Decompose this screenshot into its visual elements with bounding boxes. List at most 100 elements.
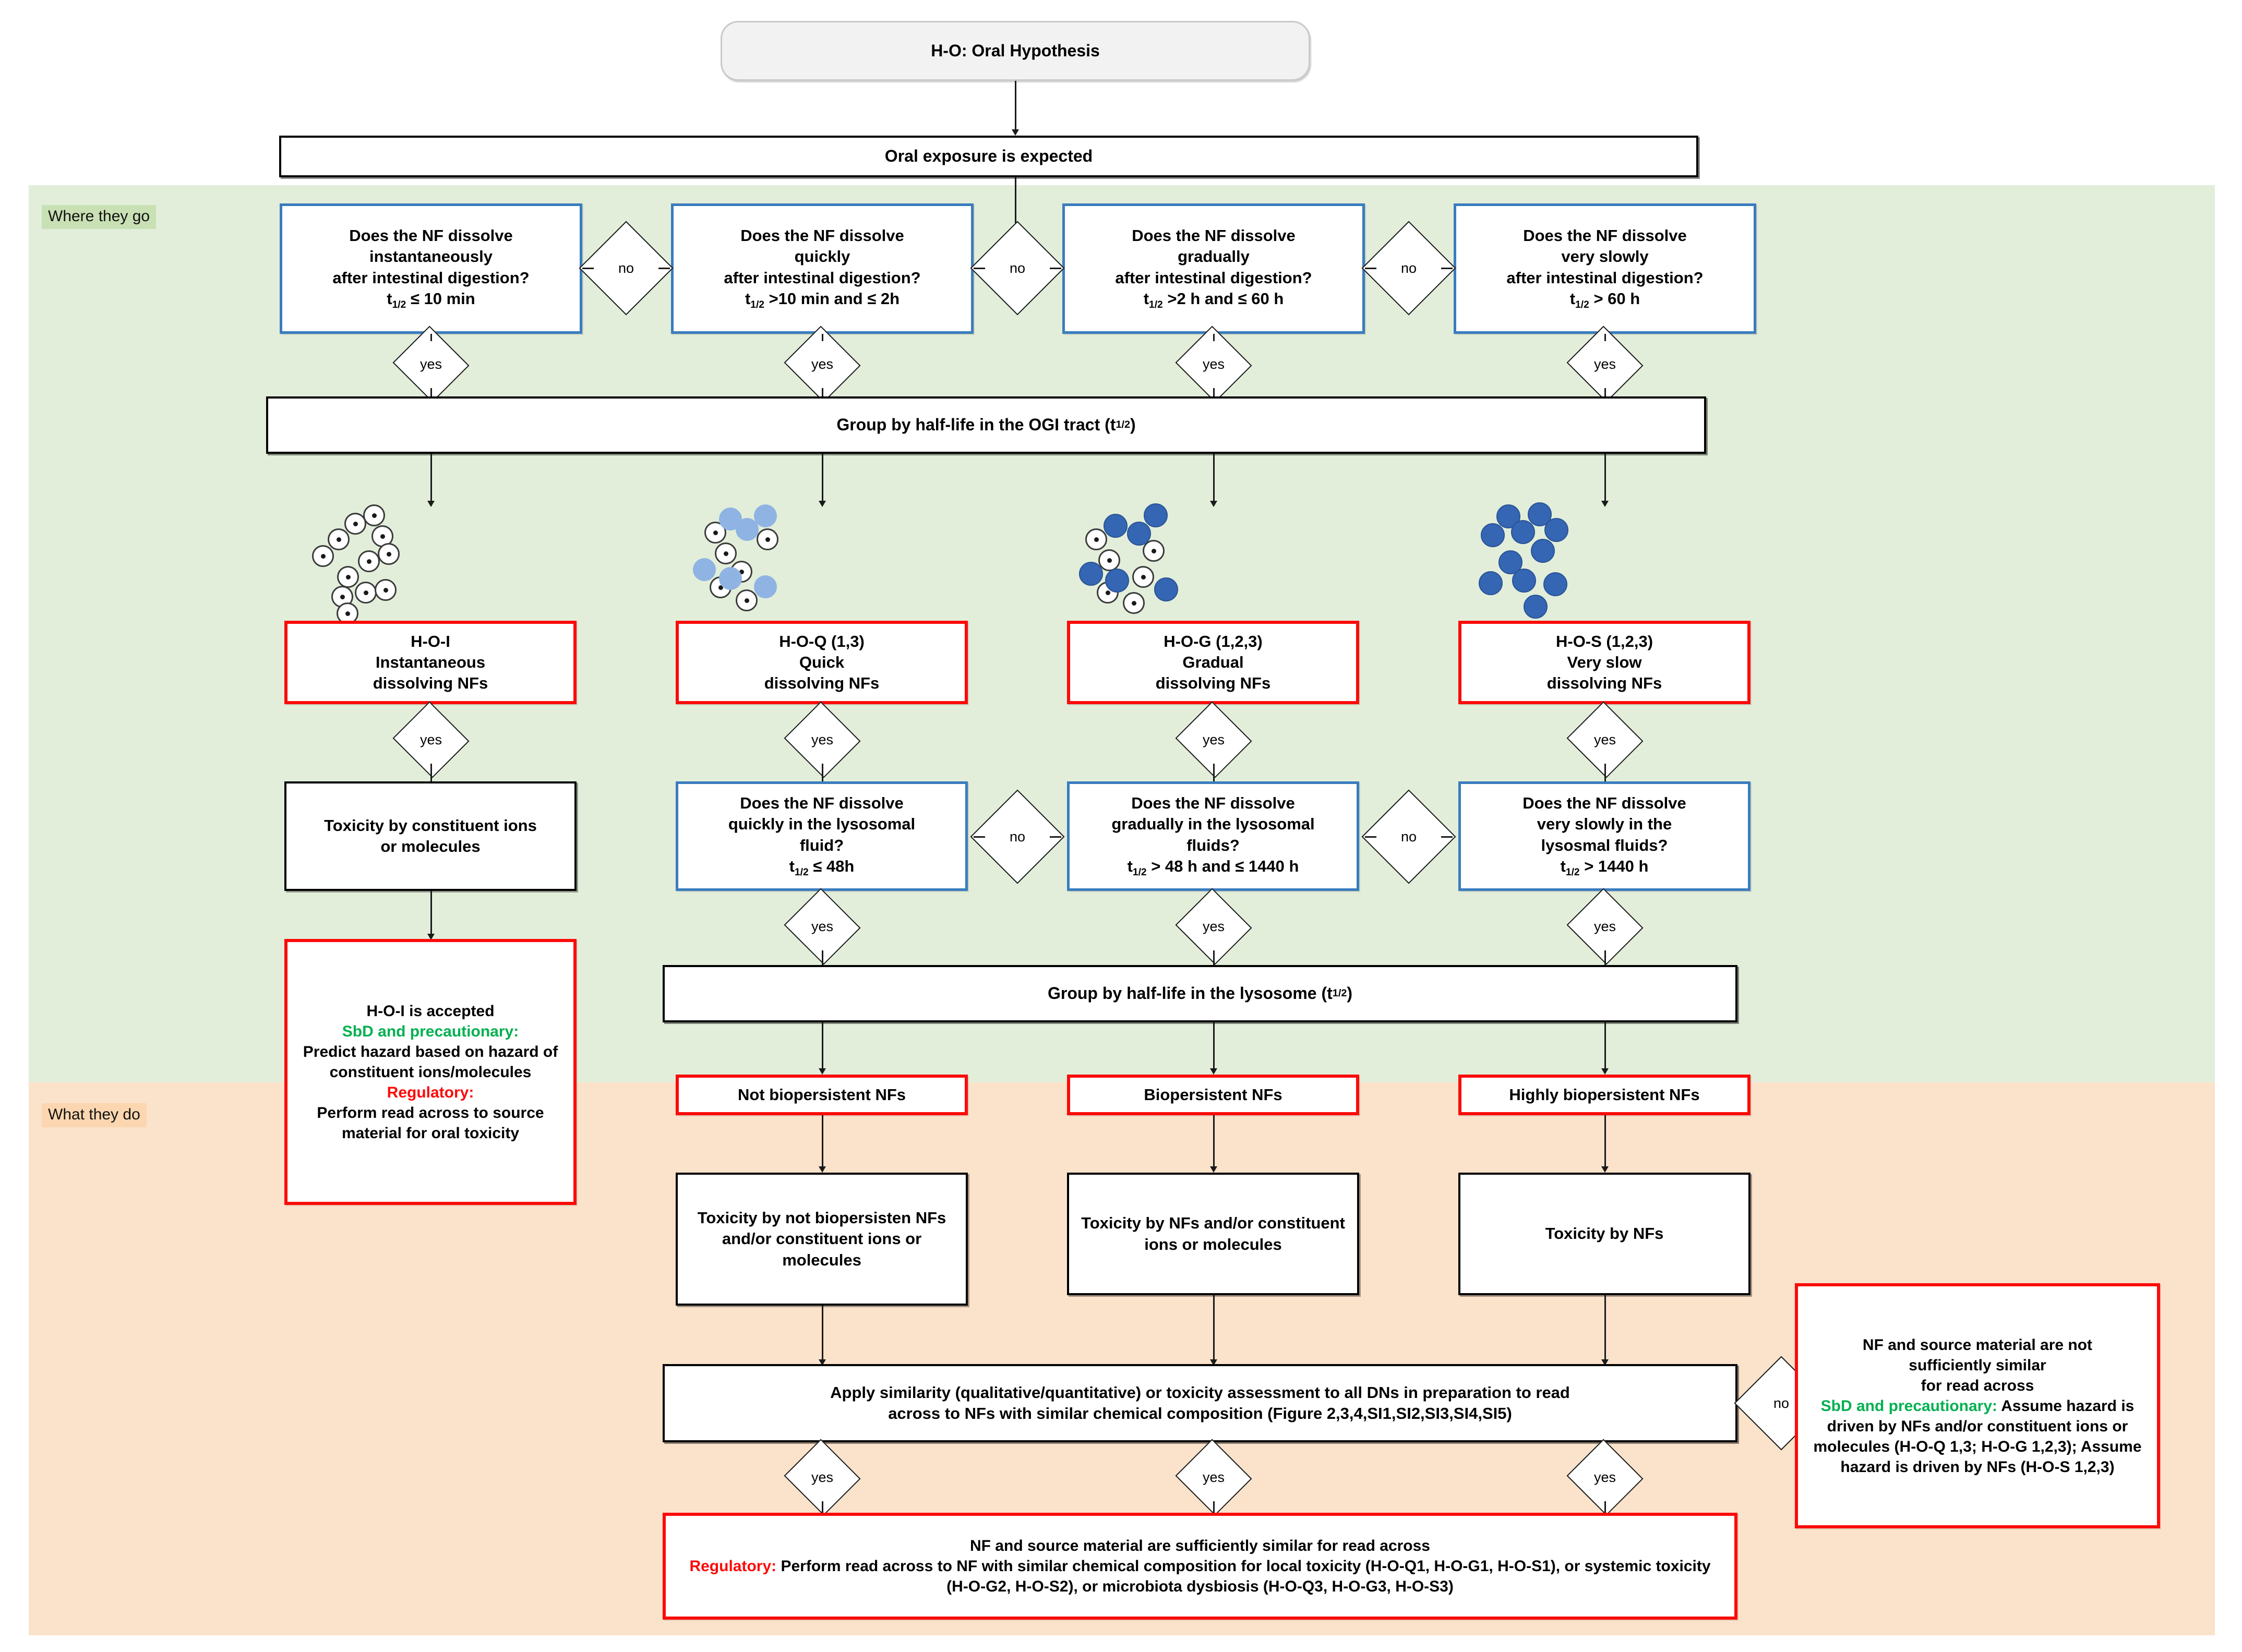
light-nf-particle-icon (693, 558, 716, 581)
branch-yes-gi-1: yes (392, 325, 470, 403)
decision-gi-quickly-l3: after intestinal digestion? (724, 268, 921, 287)
t-subscript: 1/2 (1565, 867, 1580, 878)
sim-box-body: Regulatory: Perform read across to NF wi… (671, 1556, 1729, 1597)
particle-cluster-instantaneous (292, 498, 564, 624)
branch-yes-similarity-1: yes (784, 1439, 861, 1516)
h-o-i-l2: Instantaneous (375, 653, 486, 671)
edge-no-lyso-1b (1050, 836, 1061, 838)
t-symbol: t (789, 857, 795, 875)
t-subscript: 1/2 (1149, 299, 1163, 311)
decision-gi-instantaneous-l1: Does the NF dissolve (349, 226, 513, 245)
ion-particle-icon (355, 582, 377, 604)
branch-label-no: no (1009, 828, 1026, 845)
edge-gi4-yes-in (1604, 334, 1606, 341)
h-o-g-l3: dissolving NFs (1155, 674, 1271, 693)
edge-gi2-yes-out (822, 388, 823, 403)
h-o-g-l2: Gradual (1182, 653, 1244, 671)
group-lyso-text: Group by half-life in the lysosome (t (1047, 984, 1333, 1003)
arrowhead-notbio (819, 1068, 826, 1075)
arrowhead-cluster-3 (1210, 501, 1217, 507)
lyso-q2-l3: fluids? (1186, 836, 1240, 854)
h-o-s-l3: dissolving NFs (1546, 674, 1662, 693)
lyso-q1-l3: fluid? (799, 836, 844, 854)
edge-no-lyso-1a (974, 836, 985, 838)
decision-gi-instantaneous-l2: instantaneously (369, 247, 493, 266)
ion-particle-icon (736, 589, 758, 611)
edge-no-2a (974, 268, 985, 269)
t-value: ≤ 48h (808, 857, 855, 875)
edge-no-3b (1441, 268, 1453, 269)
edge-no-1b (658, 268, 670, 269)
hoi-accepted-reg-body: Perform read across to source material f… (317, 1104, 544, 1142)
nf-particle-icon (1127, 522, 1151, 546)
notsim-line1: NF and source material are not (1862, 1336, 2093, 1354)
band-label-what-they-do: What they do (42, 1103, 147, 1127)
branch-label-yes: yes (1202, 356, 1225, 372)
t-value: >2 h and ≤ 60 h (1162, 289, 1284, 308)
decision-gi-quickly[interactable]: Does the NF dissolve quickly after intes… (671, 203, 974, 334)
decision-gi-very-slowly-halflife: t1/2 > 60 h (1570, 288, 1640, 312)
particle-cluster-gradual (1075, 498, 1346, 618)
ion-particle-icon (1123, 592, 1145, 614)
arrowhead-cluster-2 (819, 501, 826, 507)
edge-notbio-to-tox1 (822, 1115, 823, 1170)
nf-particle-icon (1511, 520, 1535, 544)
nf-particle-icon (1105, 569, 1129, 593)
light-nf-particle-icon (754, 504, 777, 527)
ion-particle-icon (312, 545, 334, 567)
light-nf-particle-icon (719, 567, 742, 590)
t-value: >10 min and ≤ 2h (764, 289, 900, 308)
branch-label-yes: yes (811, 1469, 834, 1485)
lyso-q1-l1: Does the NF dissolve (740, 793, 904, 812)
t-symbol: t (1560, 857, 1566, 875)
t-symbol: t (745, 289, 751, 308)
edge-gi1-yes-out (430, 388, 432, 403)
edge-no-2b (1050, 268, 1061, 269)
node-hypothesis-h-o-q: H-O-Q (1,3) Quick dissolving NFs (676, 621, 968, 704)
branch-label-yes: yes (419, 731, 442, 747)
decision-gi-very-slowly[interactable]: Does the NF dissolve very slowly after i… (1454, 203, 1756, 334)
decision-gi-gradually-halflife: t1/2 >2 h and ≤ 60 h (1144, 288, 1284, 312)
ion-particle-icon (358, 550, 380, 572)
decision-gi-quickly-halflife: t1/2 >10 min and ≤ 2h (745, 288, 900, 312)
group-ogi-sub: 1/2 (1116, 419, 1131, 431)
branch-label-yes: yes (419, 356, 442, 372)
decision-lysosomal-gradually[interactable]: Does the NF dissolve gradually in the ly… (1067, 781, 1359, 891)
decision-lysosomal-quickly[interactable]: Does the NF dissolve quickly in the lyso… (676, 781, 968, 891)
t-symbol: t (1569, 289, 1576, 308)
branch-label-no: no (1400, 260, 1417, 276)
branch-yes-hoq: yes (784, 701, 861, 778)
branch-label-yes: yes (811, 356, 834, 372)
decision-gi-gradually[interactable]: Does the NF dissolve gradually after int… (1062, 203, 1365, 334)
h-o-i-code: H-O-I (411, 632, 450, 650)
branch-no-gi-2: no (970, 221, 1065, 316)
branch-label-yes: yes (1593, 356, 1616, 372)
branch-yes-similarity-2: yes (1175, 1439, 1252, 1516)
decision-gi-instantaneous[interactable]: Does the NF dissolve instantaneously aft… (280, 203, 582, 334)
hoi-accepted-sbd-body: Predict hazard based on hazard of consti… (303, 1043, 558, 1081)
t-value: > 48 h and ≤ 1440 h (1146, 857, 1299, 875)
arrowhead-bio (1210, 1068, 1217, 1075)
hoi-accepted-line1: H-O-I is accepted (366, 1002, 495, 1020)
edge-lyso1-yes-out (822, 950, 823, 967)
edge-exposure-down (1015, 177, 1016, 256)
h-o-q-l3: dissolving NFs (764, 674, 880, 693)
lyso-q2-l1: Does the NF dissolve (1131, 793, 1295, 812)
t-value: ≤ 10 min (406, 289, 475, 308)
edge-no-lyso-2b (1441, 836, 1453, 838)
branch-label-no: no (1773, 1395, 1790, 1411)
lyso-q3-l2: very slowly in the (1537, 815, 1672, 834)
similarity-line2: across to NFs with similar chemical comp… (888, 1404, 1512, 1422)
ion-particle-icon (378, 543, 400, 565)
similarity-line1: Apply similarity (qualitative/quantitati… (830, 1383, 1570, 1402)
sim-box-line1: NF and source material are sufficiently … (969, 1537, 1430, 1554)
decision-lysosomal-very-slowly[interactable]: Does the NF dissolve very slowly in the … (1458, 781, 1751, 891)
arrowhead-tox2 (1210, 1166, 1217, 1173)
branch-yes-lyso-3: yes (1566, 888, 1644, 965)
ion-particle-icon (715, 542, 737, 564)
arrowhead-hoi-accepted (427, 934, 435, 940)
branch-yes-hoi: yes (392, 701, 470, 778)
group-lyso-sub: 1/2 (1332, 987, 1347, 999)
